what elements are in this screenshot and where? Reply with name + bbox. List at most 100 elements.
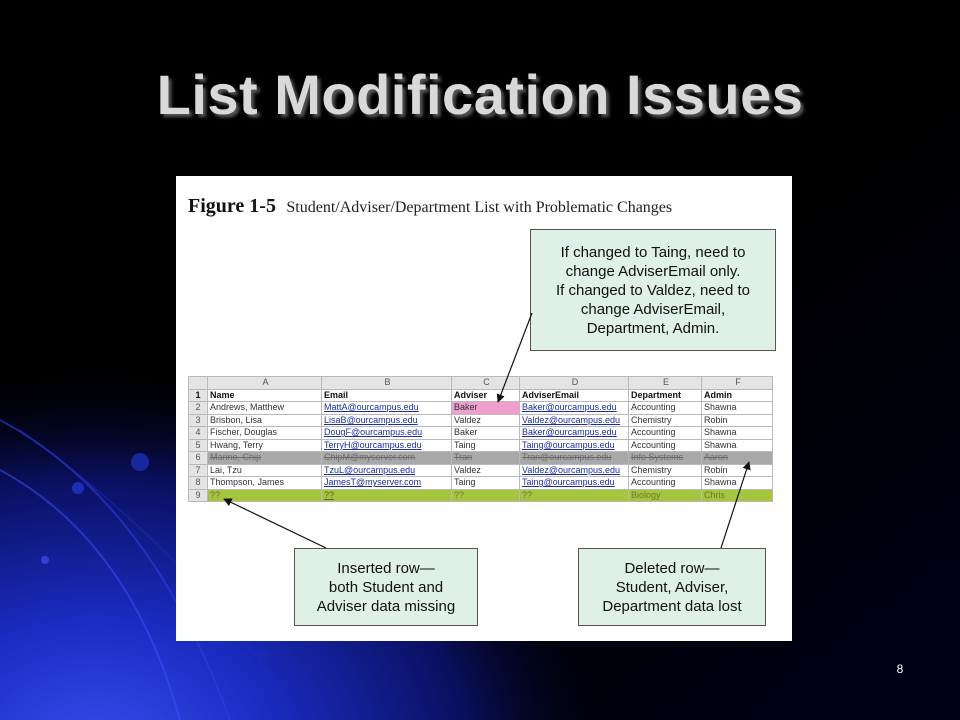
table-cell: Taing bbox=[451, 438, 520, 452]
callout-adviser-change: If changed to Taing, need to change Advi… bbox=[530, 229, 776, 351]
table-cell: Hwang, Terry bbox=[207, 438, 322, 452]
table-cell: Valdez bbox=[451, 463, 520, 477]
row-number: 9 bbox=[188, 488, 208, 502]
email-cell: Baker@ourcampus.edu bbox=[519, 426, 629, 440]
table-cell: Andrews, Matthew bbox=[207, 401, 322, 415]
spreadsheet-table: A B C D E F 1 Name Email Adviser Adviser… bbox=[188, 376, 773, 502]
table-cell: Thompson, James bbox=[207, 476, 322, 490]
callout-inserted-row: Inserted row— both Student and Adviser d… bbox=[294, 548, 478, 626]
table-cell: Shawna bbox=[701, 438, 773, 452]
table-cell: Accounting bbox=[628, 438, 702, 452]
table-cell: ?? bbox=[207, 488, 322, 502]
table-row: 2 Andrews, Matthew MattA@ourcampus.edu B… bbox=[188, 401, 773, 415]
figure-number: Figure 1-5 bbox=[188, 195, 276, 217]
email-cell: Tran@ourcampus.edu bbox=[519, 451, 629, 465]
table-cell: ?? bbox=[451, 488, 520, 502]
email-cell: ChipM@myserver.com bbox=[321, 451, 452, 465]
inserted-row: 9 ?? ?? ?? ?? Biology Chris bbox=[188, 488, 773, 502]
callout-deleted-row: Deleted row— Student, Adviser, Departmen… bbox=[578, 548, 766, 626]
callout-line: Department, Admin. bbox=[586, 319, 720, 337]
table-cell: Biology bbox=[628, 488, 702, 502]
email-cell: Taing@ourcampus.edu bbox=[519, 438, 629, 452]
table-cell: Marino, Chip bbox=[207, 451, 322, 465]
row-number: 3 bbox=[188, 413, 208, 427]
table-cell: Shawna bbox=[701, 476, 773, 490]
table-cell: Department bbox=[628, 388, 702, 402]
table-cell: Info Systems bbox=[628, 451, 702, 465]
column-letter: B bbox=[321, 376, 452, 390]
email-cell: Valdez@ourcampus.edu bbox=[519, 413, 629, 427]
table-cell: Tran bbox=[451, 451, 520, 465]
callout-line: Deleted row— bbox=[624, 559, 720, 577]
email-cell: JamesT@myserver.com bbox=[321, 476, 452, 490]
callout-line: both Student and bbox=[328, 578, 444, 596]
email-cell: Taing@ourcampus.edu bbox=[519, 476, 629, 490]
table-cell: Lai, Tzu bbox=[207, 463, 322, 477]
column-letter: C bbox=[451, 376, 520, 390]
email-cell: Valdez@ourcampus.edu bbox=[519, 463, 629, 477]
column-letter: F bbox=[701, 376, 773, 390]
table-cell: Fischer, Douglas bbox=[207, 426, 322, 440]
table-cell: ?? bbox=[519, 488, 629, 502]
table-cell: Shawna bbox=[701, 426, 773, 440]
table-cell: Accounting bbox=[628, 401, 702, 415]
callout-line: Adviser data missing bbox=[316, 597, 456, 615]
table-cell: Adviser bbox=[451, 388, 520, 402]
table-row: 3 Brisbon, Lisa LisaB@ourcampus.edu Vald… bbox=[188, 413, 773, 427]
table-cell: Brisbon, Lisa bbox=[207, 413, 322, 427]
column-letter: A bbox=[207, 376, 322, 390]
callout-line: change AdviserEmail, bbox=[580, 300, 726, 318]
table-row: 4 Fischer, Douglas DougF@ourcampus.edu B… bbox=[188, 426, 773, 440]
row-number: 6 bbox=[188, 451, 208, 465]
table-cell: Aaron bbox=[701, 451, 773, 465]
callout-line: Department data lost bbox=[602, 597, 742, 615]
email-cell: TerryH@ourcampus.edu bbox=[321, 438, 452, 452]
table-cell: Name bbox=[207, 388, 322, 402]
table-row: 8 Thompson, James JamesT@myserver.com Ta… bbox=[188, 476, 773, 490]
callout-line: Inserted row— bbox=[337, 559, 435, 577]
table-cell: Baker bbox=[451, 426, 520, 440]
table-cell: Taing bbox=[451, 476, 520, 490]
email-cell: MattA@ourcampus.edu bbox=[321, 401, 452, 415]
callout-line: If changed to Valdez, need to bbox=[555, 281, 751, 299]
table-cell: Chemistry bbox=[628, 463, 702, 477]
table-cell: Robin bbox=[701, 463, 773, 477]
callout-line: Student, Adviser, bbox=[615, 578, 729, 596]
table-cell: Chemistry bbox=[628, 413, 702, 427]
page-number: 8 bbox=[896, 662, 904, 676]
email-cell: TzuL@ourcampus.edu bbox=[321, 463, 452, 477]
figure-caption: Figure 1-5 Student/Adviser/Department Li… bbox=[188, 195, 672, 218]
table-cell: Admin bbox=[701, 388, 773, 402]
table-cell: AdviserEmail bbox=[519, 388, 629, 402]
email-cell: DougF@ourcampus.edu bbox=[321, 426, 452, 440]
table-row: 5 Hwang, Terry TerryH@ourcampus.edu Tain… bbox=[188, 438, 773, 452]
table-cell: Accounting bbox=[628, 426, 702, 440]
table-cell: Valdez bbox=[451, 413, 520, 427]
column-header-row: A B C D E F bbox=[188, 376, 773, 390]
table-row: 1 Name Email Adviser AdviserEmail Depart… bbox=[188, 388, 773, 402]
corner-cell bbox=[188, 376, 208, 390]
table-cell: Robin bbox=[701, 413, 773, 427]
table-cell: Chris bbox=[701, 488, 773, 502]
email-cell: Baker@ourcampus.edu bbox=[519, 401, 629, 415]
highlighted-adviser-cell: Baker bbox=[451, 401, 520, 415]
row-number: 8 bbox=[188, 476, 208, 490]
row-number: 2 bbox=[188, 401, 208, 415]
table-row: 7 Lai, Tzu TzuL@ourcampus.edu Valdez Val… bbox=[188, 463, 773, 477]
table-cell: Accounting bbox=[628, 476, 702, 490]
row-number: 7 bbox=[188, 463, 208, 477]
column-letter: D bbox=[519, 376, 629, 390]
row-number: 4 bbox=[188, 426, 208, 440]
row-number: 5 bbox=[188, 438, 208, 452]
arrow-to-inserted-row bbox=[223, 498, 327, 549]
table-cell: Email bbox=[321, 388, 452, 402]
figure-caption-text: Student/Adviser/Department List with Pro… bbox=[286, 199, 673, 216]
column-letter: E bbox=[628, 376, 702, 390]
callout-line: change AdviserEmail only. bbox=[565, 262, 741, 280]
callout-line: If changed to Taing, need to bbox=[560, 243, 746, 261]
figure-image: Figure 1-5 Student/Adviser/Department Li… bbox=[176, 176, 792, 641]
table-cell: Shawna bbox=[701, 401, 773, 415]
email-cell: LisaB@ourcampus.edu bbox=[321, 413, 452, 427]
deleted-row: 6 Marino, Chip ChipM@myserver.com Tran T… bbox=[188, 451, 773, 465]
email-cell: ?? bbox=[321, 488, 452, 502]
